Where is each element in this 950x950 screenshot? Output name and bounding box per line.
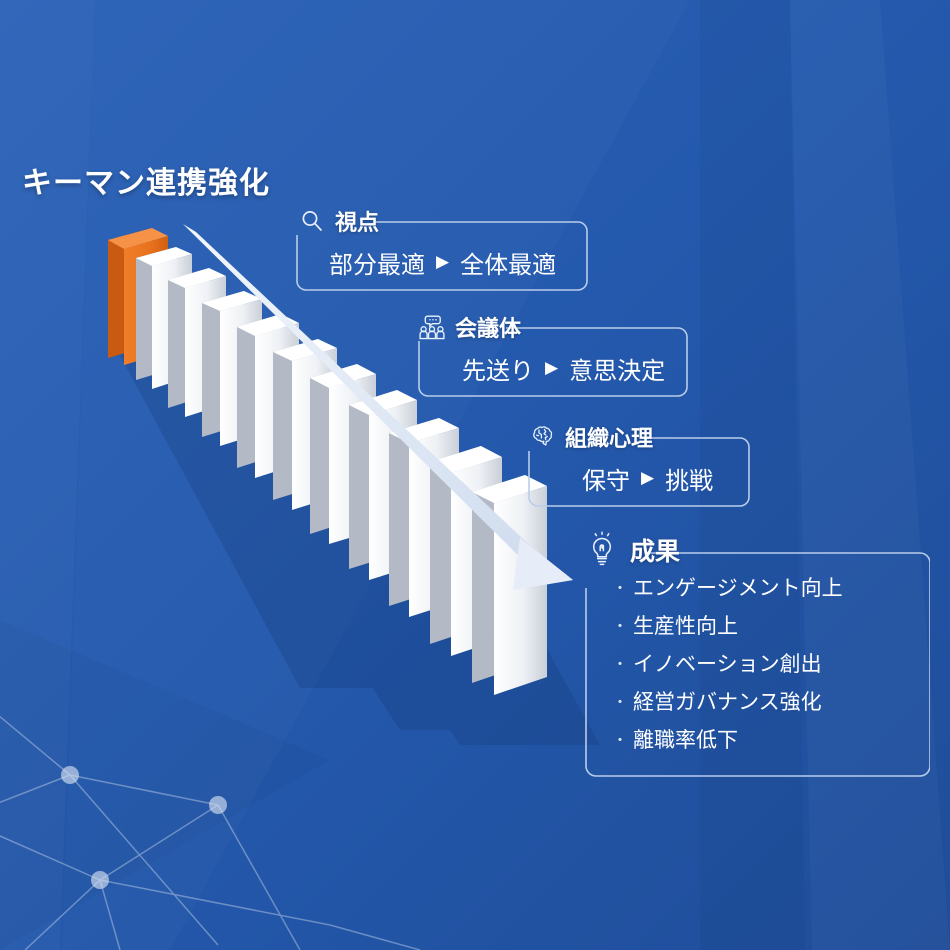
callout-box-kaigi: 先送り ▶ 意思決定: [418, 327, 688, 397]
result-text: 経営ガバナンス強化: [633, 691, 822, 714]
list-item: ・ エンゲージメント向上: [607, 578, 930, 599]
callout-title-soshiki: 組織心理: [565, 426, 654, 451]
list-item: ・ 生産性向上: [607, 616, 930, 637]
callout-header-soshiki: 組織心理: [528, 422, 750, 452]
arrow-glyph: ▶: [641, 468, 655, 487]
callout-soshiki: 組織心理 保守 ▶ 挑戦: [528, 422, 750, 507]
result-text: イノベーション創出: [633, 653, 822, 676]
callout-box-shiten: 部分最適 ▶ 全体最適: [296, 221, 588, 291]
callout-header-seika: 成果: [585, 530, 930, 570]
kaigi-to: 意思決定: [569, 358, 666, 385]
bullet-glyph: ・: [612, 656, 628, 673]
bullet-glyph: ・: [612, 694, 628, 711]
lightbulb-icon: [585, 531, 619, 569]
brain-icon: [528, 423, 556, 451]
callout-box-seika: ・ エンゲージメント向上 ・ 生産性向上 ・ イノベーション創出 ・ 経営ガバナ…: [585, 552, 930, 777]
list-item: ・ 経営ガバナンス強化: [607, 692, 930, 713]
bullet-glyph: ・: [612, 732, 628, 749]
page-title: キーマン連携強化: [22, 167, 270, 200]
callout-seika: 成果 ・ エンゲージメント向上 ・ 生産性向上 ・ イノベーション創出: [585, 530, 930, 777]
result-text: 離職率低下: [633, 729, 738, 752]
results-list: ・ エンゲージメント向上 ・ 生産性向上 ・ イノベーション創出 ・ 経営ガバナ…: [585, 552, 930, 751]
callout-title-kaigi: 会議体: [455, 316, 522, 341]
list-item: ・ 離職率低下: [607, 730, 930, 751]
callout-header-shiten: 視点: [296, 206, 588, 236]
shiten-from: 部分最適: [329, 252, 425, 279]
soshiki-to: 挑戦: [665, 468, 714, 495]
arrow-glyph: ▶: [436, 252, 450, 271]
result-text: 生産性向上: [633, 615, 738, 638]
callout-title-seika: 成果: [630, 538, 681, 566]
magnifier-icon: [298, 207, 326, 235]
list-item: ・ イノベーション創出: [607, 654, 930, 675]
soshiki-from: 保守: [582, 468, 630, 495]
callout-kaigi: 会議体 先送り ▶ 意思決定: [418, 312, 688, 397]
callout-shiten: 視点 部分最適 ▶ 全体最適: [296, 206, 588, 291]
meeting-people-icon: [418, 313, 446, 341]
callout-header-kaigi: 会議体: [418, 312, 688, 342]
callout-title-shiten: 視点: [335, 210, 380, 235]
bullet-glyph: ・: [612, 580, 628, 597]
shiten-to: 全体最適: [460, 252, 557, 279]
result-text: エンゲージメント向上: [633, 577, 843, 600]
kaigi-from: 先送り: [462, 358, 534, 385]
bullet-glyph: ・: [612, 618, 628, 635]
arrow-glyph: ▶: [545, 358, 559, 377]
